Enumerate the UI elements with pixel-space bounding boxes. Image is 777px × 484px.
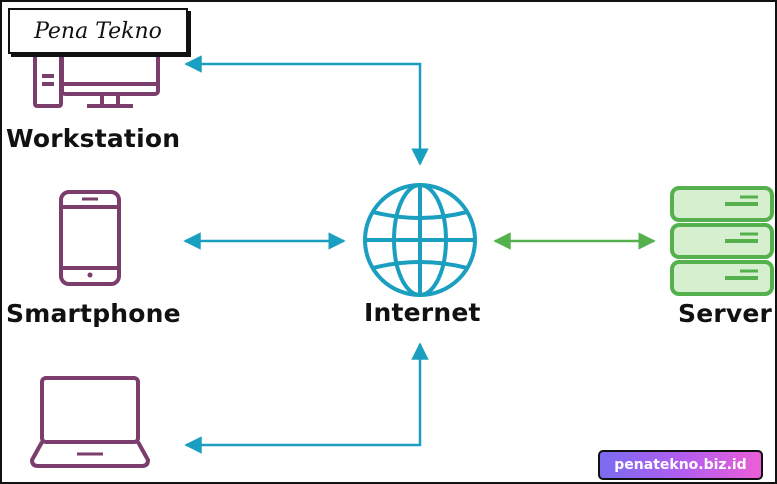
smartphone-label: Smartphone [6,299,181,328]
globe-icon [363,183,477,297]
brand-logo-text: Pena Tekno [34,18,162,44]
connector-internet-to-workstation [184,55,429,166]
brand-logo: Pena Tekno [8,8,188,54]
laptop-icon [30,376,150,468]
connector-laptop-to-internet [184,342,429,454]
internet-label: Internet [364,298,481,327]
workstation-label: Workstation [6,124,181,153]
smartphone-icon [59,190,121,286]
website-watermark-text: penatekno.biz.id [614,457,747,473]
website-watermark: penatekno.biz.id [598,450,763,480]
server-label: Server [678,299,773,328]
server-icon [670,186,774,296]
